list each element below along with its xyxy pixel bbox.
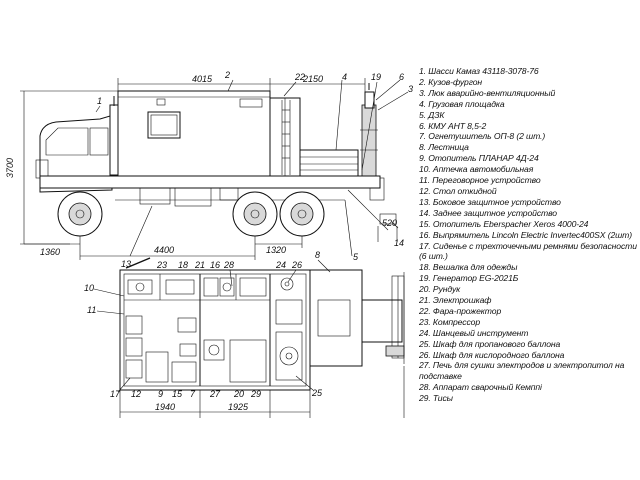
side-view: 3700 4015 2150	[5, 74, 398, 260]
legend-item: 15. Отопитель Eberspacher Xeros 4000-24	[419, 218, 589, 229]
legend-item: 9. Отопитель ПЛАНАР 4Д-24	[419, 153, 539, 164]
callout-plan-21: 21	[194, 260, 205, 270]
dim-overall-height: 3700	[5, 158, 15, 178]
callout-side-5: 5	[353, 252, 359, 262]
legend-item: 17. Сиденье с трехточечными ремнями безо…	[419, 240, 637, 262]
callout-plan-25: 25	[311, 388, 323, 398]
legend-item: 28. Аппарат сварочный Кемппі	[419, 382, 542, 393]
callout-side-13: 13	[121, 259, 131, 269]
dim-body-length: 4015	[192, 74, 213, 84]
parts-legend: 1. Шасси Камаз 43118-3078-76 2. Кузов-фу…	[419, 66, 640, 404]
callout-plan-18: 18	[178, 260, 188, 270]
callout-side-1: 1	[97, 96, 102, 106]
callout-plan-24: 24	[275, 260, 286, 270]
legend-item: 22. Фара-прожектор	[419, 305, 502, 316]
callout-plan-17: 17	[110, 389, 121, 399]
van-body	[117, 90, 271, 177]
rear-wheel-2	[279, 191, 325, 237]
callout-side-22: 22	[294, 72, 305, 82]
dim-wheelbase: 4400	[154, 245, 174, 255]
callout-side-4: 4	[342, 72, 347, 82]
callout-plan-7: 7	[190, 389, 196, 399]
dim-rear-platform: 2150	[302, 74, 323, 84]
callout-side-6: 6	[399, 72, 404, 82]
callout-plan-11: 11	[87, 305, 96, 315]
legend-item: 14. Заднее защитное устройство	[419, 207, 557, 218]
legend-item: 12. Стол откидной	[419, 185, 497, 196]
callout-plan-9: 9	[158, 389, 163, 399]
legend-item: 16. Выпрямитель Lincoln Electric Inverte…	[419, 229, 633, 240]
legend-item: 1. Шасси Камаз 43118-3078-76	[419, 66, 539, 76]
legend-item: 5. ДЗК	[419, 109, 445, 120]
plan-view: 1940 1925	[119, 257, 405, 418]
dim-rear-axles: 1320	[266, 245, 286, 255]
legend-item: 6. КМУ АНТ 8,5-2	[419, 120, 487, 131]
dim-plan-right: 1925	[228, 402, 249, 412]
legend-item: 26. Шкаф для кислородного баллона	[419, 349, 565, 360]
legend-item: 8. Лестница	[419, 142, 469, 153]
callout-plan-8: 8	[315, 250, 320, 260]
callout-plan-27: 27	[209, 389, 221, 399]
legend-item: 11. Переговорное устройство	[419, 175, 541, 186]
callout-plan-15: 15	[172, 389, 183, 399]
legend-item: 18. Вешалка для одежды	[419, 262, 518, 273]
callout-plan-26: 26	[291, 260, 302, 270]
dim-front-overhang: 1360	[40, 247, 60, 257]
callout-side-2: 2	[224, 70, 230, 80]
legend-item: 4. Грузовая площадка	[419, 98, 505, 109]
cargo-platform	[299, 149, 359, 177]
crane	[361, 104, 377, 178]
legend-item: 10. Аптечка автомобильная	[419, 164, 534, 175]
legend-item: 13. Боковое защитное устройство	[419, 196, 561, 207]
legend-item: 20. Рундук	[419, 284, 461, 295]
legend-item: 7. Огнетушитель ОП-8 (2 шт.)	[419, 131, 546, 142]
legend-item: 29. Тисы	[419, 393, 453, 404]
legend-item: 27. Печь для сушки электродов и электроп…	[419, 360, 625, 382]
callout-side-14: 14	[394, 238, 404, 248]
legend-item: 25. Шкаф для пропанового баллона	[419, 338, 561, 349]
callout-plan-23: 23	[156, 260, 167, 270]
chassis-frame	[39, 175, 381, 189]
dim-plan-left: 1940	[155, 402, 175, 412]
callout-side-3: 3	[408, 84, 413, 94]
callout-plan-29: 29	[250, 389, 261, 399]
callout-plan-10: 10	[84, 283, 94, 293]
callout-plan-16: 16	[210, 260, 220, 270]
legend-item: 21. Электрошкаф	[419, 295, 492, 306]
legend-item: 3. Люк аварийно-вентиляционный	[419, 87, 556, 98]
legend-item: 19. Генератор EG-2021Б	[419, 273, 519, 284]
legend-item: 2. Кузов-фургон	[419, 76, 483, 87]
front-wheel	[57, 191, 103, 237]
callout-plan-28: 28	[223, 260, 234, 270]
plan-outline	[119, 269, 311, 391]
legend-item: 24. Шанцевый инструмент	[419, 327, 529, 338]
callout-side-19: 19	[371, 72, 381, 82]
legend-item: 23. Компрессор	[419, 316, 481, 327]
callout-plan-20: 20	[233, 389, 244, 399]
side-callouts: 1 2 22 4 19 6 3 13 5 14	[95, 70, 413, 269]
plan-callouts: 10 11 23 18 21 16 28 24 26 8 17 12 9 15 …	[84, 250, 331, 399]
dim-rear-overhang: 520	[382, 218, 397, 228]
callout-plan-12: 12	[131, 389, 141, 399]
rear-wheel-1	[232, 191, 278, 237]
truck-cab	[39, 115, 113, 193]
van-window	[147, 111, 181, 139]
